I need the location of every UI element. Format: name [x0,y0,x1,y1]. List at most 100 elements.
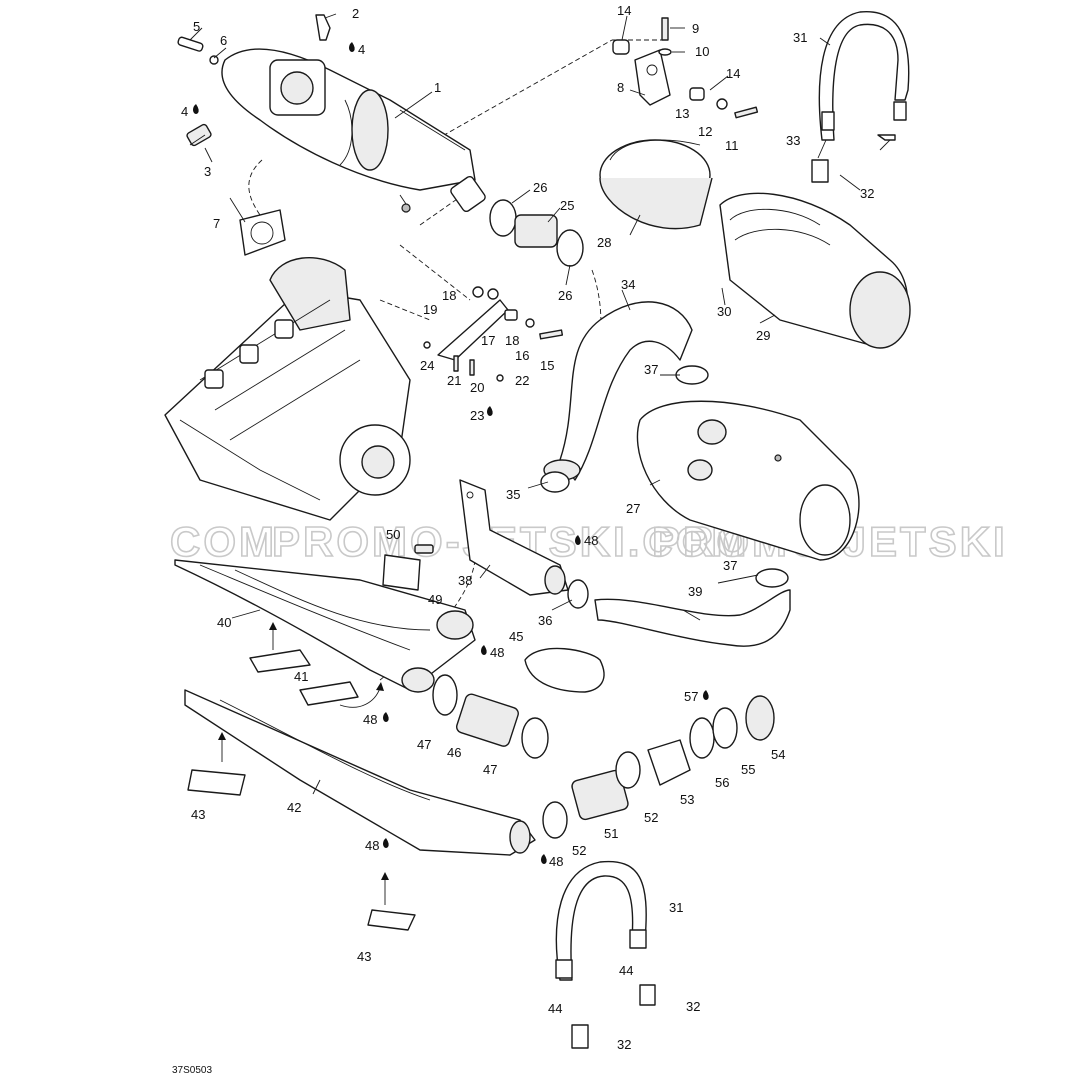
callout-10: 10 [695,44,709,59]
callout-7: 7 [213,216,220,231]
callout-48a: 48 [584,533,598,548]
callout-38: 38 [458,573,472,588]
callout-51: 51 [604,826,618,841]
callout-5: 5 [193,19,200,34]
callout-32b: 32 [686,999,700,1014]
clamps-middle [540,365,789,609]
callout-47a: 47 [417,737,431,752]
callout-22: 22 [515,373,529,388]
callout-3: 3 [204,164,211,179]
callout-27: 27 [626,501,640,516]
callout-34: 34 [621,277,635,292]
outlet-pipe [459,479,569,596]
callout-53: 53 [680,792,694,807]
callout-52a: 52 [644,810,658,825]
callout-1: 1 [434,80,441,95]
leader-lines [189,13,891,795]
coupler-upper [489,199,584,267]
callout-31a: 31 [793,30,807,45]
strap-top [811,11,910,183]
callout-28: 28 [597,235,611,250]
callout-54: 54 [771,747,785,762]
callout-32c: 32 [617,1037,631,1052]
callout-49: 49 [428,592,442,607]
callout-18a: 18 [442,288,456,303]
coupler-lower [432,674,549,759]
callout-labels: 1 2 3 4 4 5 6 7 8 9 10 11 12 13 14 14 15… [181,3,874,1052]
callout-13: 13 [675,106,689,121]
exhaust-manifold [174,559,476,693]
drop-icon-4b [193,104,199,114]
callout-15: 15 [540,358,554,373]
drop-icon-48e [541,854,547,864]
heat-shield-pads [249,649,359,706]
gasket [239,209,286,256]
callout-20: 20 [470,380,484,395]
callout-18b: 18 [505,333,519,348]
callout-47b: 47 [483,762,497,777]
callout-11: 11 [725,138,739,153]
callout-32a: 32 [860,186,874,201]
callout-14b: 14 [726,66,740,81]
callout-43a: 43 [191,807,205,822]
callout-9: 9 [692,21,699,36]
callout-37a: 37 [644,362,658,377]
callout-33: 33 [786,133,800,148]
callout-55: 55 [741,762,755,777]
callout-40: 40 [217,615,231,630]
callout-25: 25 [560,198,574,213]
callout-24: 24 [420,358,434,373]
callout-50: 50 [386,527,400,542]
manifold-gasket [524,647,605,693]
exhaust-hose-upper [543,301,693,481]
drop-icon-48b [481,645,487,655]
callout-35: 35 [506,487,520,502]
bracket-hardware-middle [423,286,564,382]
callout-30: 30 [717,304,731,319]
muffler-body [719,192,911,349]
callout-39: 39 [688,584,702,599]
callout-17: 17 [481,333,495,348]
exhaust-outlet-assembly [542,695,775,839]
pads-lower [187,769,416,931]
callout-31b: 31 [669,900,683,915]
drop-icon-48d [383,838,389,848]
muffler-cap-cylinder [599,139,713,230]
callout-42: 42 [287,800,301,815]
callout-44a: 44 [619,963,633,978]
callout-26b: 26 [558,288,572,303]
sealant-drop-icons [193,42,709,864]
callout-36: 36 [538,613,552,628]
callout-45: 45 [509,629,523,644]
bracket-hardware-top [612,17,759,119]
drop-icon-4a [349,42,355,52]
exhaust-hose-lower [594,589,791,647]
callout-48c: 48 [363,712,377,727]
callout-4a: 4 [358,42,365,57]
water-box [636,400,860,561]
callout-8: 8 [617,80,624,95]
callout-4b: 4 [181,104,188,119]
callout-57: 57 [684,689,698,704]
resonator-chamber [221,48,486,213]
strap-bottom [555,860,656,1049]
drop-icon-57 [703,690,709,700]
callout-23: 23 [470,408,484,423]
callout-19: 19 [423,302,437,317]
callout-48e: 48 [549,854,563,869]
document-id: 37S0503 [172,1065,212,1076]
drop-icon-48c [383,712,389,722]
engine-block [164,256,411,521]
drop-icon-23 [487,406,493,416]
callout-37b: 37 [723,558,737,573]
callout-21: 21 [447,373,461,388]
assembly-arrows [218,622,389,905]
flapper-valve [382,544,434,591]
callout-43b: 43 [357,949,371,964]
small-hardware-top-left [177,14,331,147]
callout-12: 12 [698,124,712,139]
callout-6: 6 [220,33,227,48]
callout-26a: 26 [533,180,547,195]
callout-48b: 48 [490,645,504,660]
